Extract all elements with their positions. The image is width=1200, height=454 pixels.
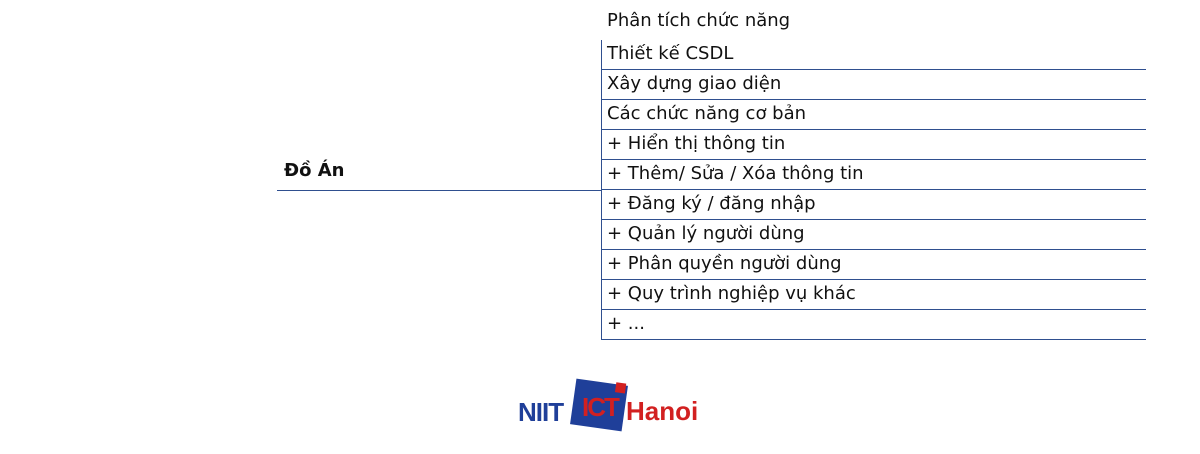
branch-item: Thiết kế CSDL [602,40,1146,70]
branch-item: + Phân quyền người dùng [602,250,1146,280]
branch-item: + ... [602,310,1146,340]
branch-item: + Quản lý người dùng [602,220,1146,250]
root-connector-line [277,190,602,191]
branch-item: + Thêm/ Sửa / Xóa thông tin [602,160,1146,190]
branch-list: Thiết kế CSDL Xây dựng giao diện Các chứ… [601,40,1146,340]
branch-item: Xây dựng giao diện [602,70,1146,100]
branch-item-analysis: Phân tích chức năng [607,10,791,31]
branch-item: + Đăng ký / đăng nhập [602,190,1146,220]
niit-ict-hanoi-logo: NIIT ICT Hanoi [518,378,698,438]
logo-niit-text: NIIT [518,397,564,427]
branch-item: + Quy trình nghiệp vụ khác [602,280,1146,310]
branch-item: + Hiển thị thông tin [602,130,1146,160]
logo-hanoi-text: Hanoi [626,396,699,426]
branch-item: Các chức năng cơ bản [602,100,1146,130]
logo-ict-text: ICT [582,392,620,422]
root-node-label: Đồ Án [284,160,345,181]
